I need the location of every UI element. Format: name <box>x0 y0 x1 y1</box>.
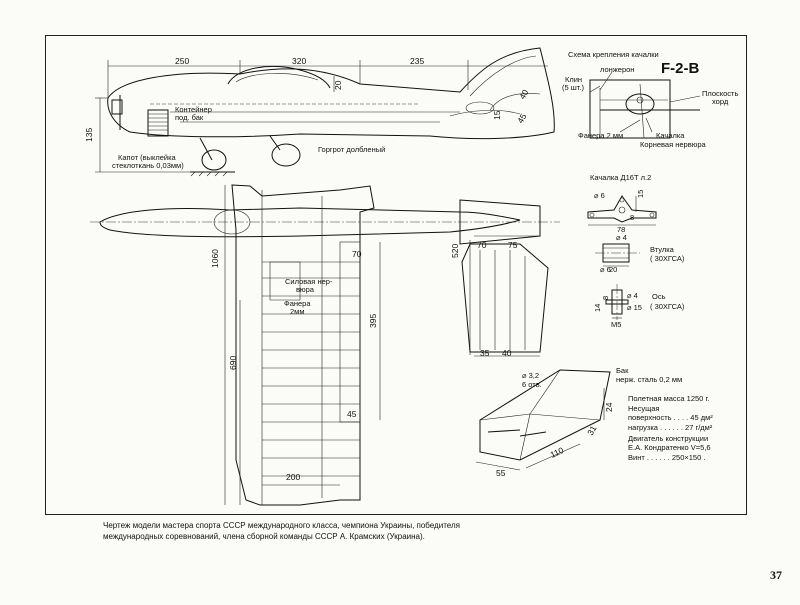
bushing-material: ( 30ХГСА) <box>650 254 685 263</box>
axle-dim-8: 8 <box>601 296 610 300</box>
fuel-tank-part <box>475 369 611 471</box>
label-chord-plane: Плоскость <box>702 89 738 98</box>
spec-prop: Винт . . . . . . 250×150 . <box>628 453 705 462</box>
label-cowl-material: стеклоткань 0,03мм) <box>112 161 184 170</box>
tank-holes: ⌀ 3,2 <box>522 371 539 380</box>
dim-20: 20 <box>333 80 343 90</box>
side-view <box>95 47 555 177</box>
label-fuel-tank: под. бак <box>175 113 204 122</box>
spec-area-label: Несущая <box>628 404 660 413</box>
plan-view <box>90 184 560 506</box>
bushing-dim-d4: ⌀ 4 <box>616 233 627 242</box>
model-title: F-2-B <box>661 60 699 77</box>
label-bellcrank: Качалка <box>656 131 685 140</box>
dim-320: 320 <box>292 56 306 66</box>
dim-1060: 1060 <box>210 249 220 268</box>
dim-135: 135 <box>84 128 94 142</box>
label-chord: хорд <box>712 97 729 106</box>
dim-40-stab: 40 <box>502 348 512 358</box>
bellcrank-part <box>587 195 657 226</box>
tank-dim-24: 24 <box>604 402 614 412</box>
page-number: 37 <box>770 568 782 582</box>
dim-395: 395 <box>368 314 378 328</box>
label-power-rib: Силовая нер- <box>285 277 333 286</box>
bellcrank-dim-d6: ⌀ 6 <box>594 191 605 200</box>
dim-690: 690 <box>228 356 238 370</box>
dim-45-wing: 45 <box>347 409 357 419</box>
dim-250: 250 <box>175 56 189 66</box>
label-plan-plywood: Фанера <box>284 299 311 308</box>
axle-title: Ось <box>652 292 666 301</box>
dim-70-wing: 70 <box>352 249 362 259</box>
label-power-rib2: вюра <box>296 285 315 294</box>
label-container: Контейнер <box>175 105 212 114</box>
axle-material: ( 30ХГСА) <box>650 302 685 311</box>
tank-material: нерж. сталь 0,2 мм <box>616 375 682 384</box>
tank-dim-31: 31 <box>585 424 599 437</box>
dim-40: 40 <box>517 88 531 101</box>
axle-dim-d15: ⌀ 15 <box>627 303 642 312</box>
mount-title: Схема крепления качалки <box>568 50 659 59</box>
spec-engine2: Е.А. Кондратенко V=5,6 <box>628 443 711 452</box>
dim-235: 235 <box>410 56 424 66</box>
dim-200: 200 <box>286 472 300 482</box>
label-cowl: Капот (выклейка <box>118 153 177 162</box>
dim-520: 520 <box>450 244 460 258</box>
bushing-dim-d6: ⌀ 6 <box>600 265 611 274</box>
bellcrank-title: Качалка Д16Т л.2 <box>590 173 651 182</box>
tank-dim-55: 55 <box>496 468 506 478</box>
tank-holes-qty: 6 отв. <box>522 380 542 389</box>
label-wedge-qty: (5 шт.) <box>562 83 584 92</box>
bellcrank-dim-8: 8 <box>630 213 634 222</box>
label-spine: Горгрот долбленый <box>318 145 385 154</box>
dim-75-stab: 75 <box>508 240 518 250</box>
dim-35-stab: 35 <box>480 348 490 358</box>
axle-dim-m5: M5 <box>611 320 621 329</box>
dim-70-stab: 70 <box>477 240 487 250</box>
label-wedge: Клин <box>565 75 582 84</box>
dim-15: 15 <box>492 110 502 120</box>
bellcrank-dim-15: 15 <box>636 190 645 198</box>
spec-area: поверхность . . . . 45 дм² <box>628 413 713 422</box>
spec-mass: Полетная масса 1250 г. <box>628 394 709 403</box>
drawing-caption: Чертеж модели мастера спорта СССР междун… <box>103 521 460 541</box>
bellcrank-dim-78: 78 <box>617 225 625 234</box>
label-plywood-2mm: Фанера 2 мм <box>578 131 623 140</box>
mount-scheme <box>589 71 701 139</box>
label-root-rib: Корневая нервюра <box>640 140 707 149</box>
axle-dim-14: 14 <box>593 304 602 312</box>
label-spar: лонжерон <box>600 65 634 74</box>
label-plan-plywood2: 2мм <box>290 307 304 316</box>
spec-load: нагрузка . . . . . . 27 г/дм² <box>628 423 713 432</box>
spec-engine: Двигатель конструкции <box>628 434 708 443</box>
axle-part <box>605 284 629 320</box>
bushing-part <box>595 243 640 267</box>
bushing-title: Втулка <box>650 245 675 254</box>
axle-dim-d4: ⌀ 4 <box>627 291 638 300</box>
drawing-frame <box>45 35 747 515</box>
tank-dim-110: 110 <box>549 445 566 460</box>
dim-45: 45 <box>515 112 529 125</box>
tank-label: Бак <box>616 366 629 375</box>
bushing-dim-20: 20 <box>609 265 617 274</box>
